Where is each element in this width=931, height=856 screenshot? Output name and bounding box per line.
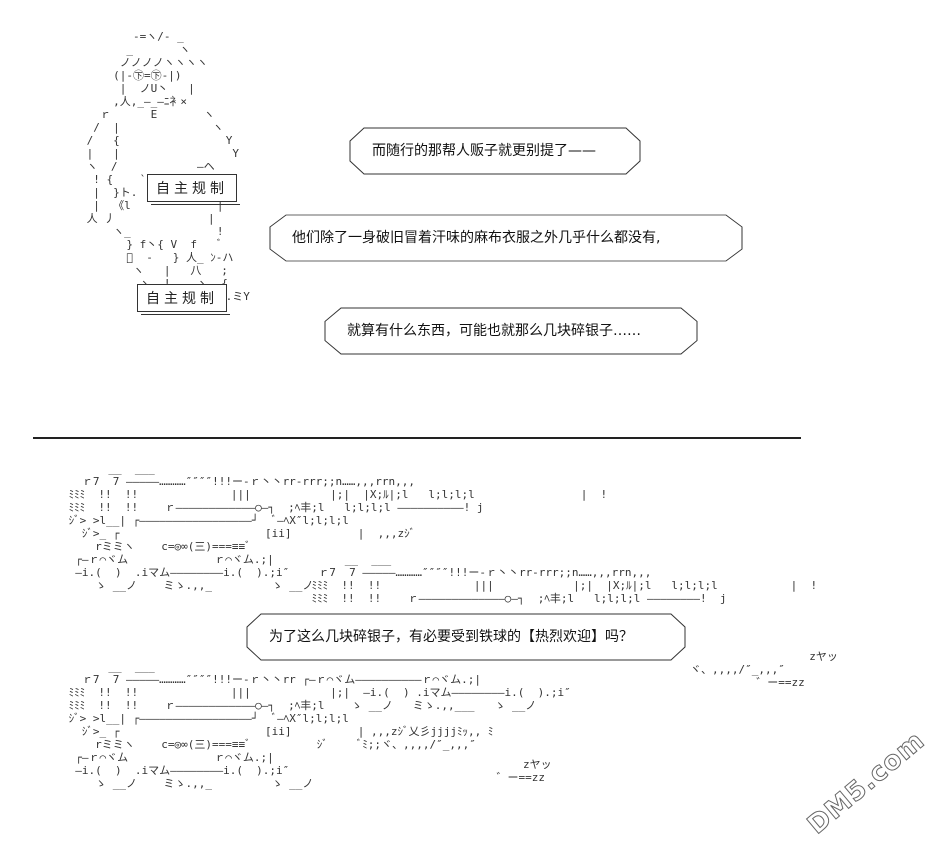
censor-label-top: 自主规制 bbox=[147, 174, 240, 205]
ascii-figure-top: -=ヽ/- _ _ ヽ ノノノノヽヽヽヽ (|-㊦=㊦-|) | ノU丶 | ,… bbox=[86, 30, 250, 303]
censor-label-text: 自主规制 bbox=[156, 181, 228, 197]
speech-bubble-text: 就算有什么东西，可能也就那么几块碎银子…… bbox=[347, 323, 641, 339]
ascii-sound-effect-2: zヤッ ゛ー==zz bbox=[496, 758, 552, 784]
ascii-sound-effect-1: zヤッ ヾ、,,,,/″_,,,″ ゛ー==zz bbox=[690, 650, 838, 689]
site-watermark: DM5.com bbox=[802, 725, 931, 841]
sfx-text: zヤッ bbox=[809, 650, 838, 663]
speech-bubble-text: 为了这么几块碎银子，有必要受到铁球的【热烈欢迎】吗？ bbox=[269, 629, 633, 645]
speech-bubble-1: 而随行的那帮人贩子就更别提了—— bbox=[349, 127, 641, 175]
censor-label-text: 自主规制 bbox=[146, 291, 218, 307]
panel-divider bbox=[33, 437, 801, 439]
sfx-text: zz bbox=[791, 676, 805, 689]
speech-bubble-text: 而随行的那帮人贩子就更别提了—— bbox=[372, 143, 596, 159]
sfx-text: zヤッ bbox=[522, 758, 552, 771]
ascii-carriage-1: __ ___ ｒ7 7 ―――――…………″″″″!!!ー-ｒ丶丶rr-rrr;… bbox=[68, 462, 608, 592]
ascii-carriage-3: __ ___ ｒ7 7 ―――――…………″″″″!!!ー-ｒ丶丶rr ┌―ｒ⌒… bbox=[68, 660, 571, 790]
speech-bubble-2: 他们除了一身破旧冒着汗味的麻布衣服之外几乎什么都没有, bbox=[269, 214, 743, 262]
speech-bubble-text: 他们除了一身破旧冒着汗味的麻布衣服之外几乎什么都没有, bbox=[292, 230, 661, 246]
speech-bubble-3: 就算有什么东西，可能也就那么几块碎银子…… bbox=[324, 307, 698, 355]
sfx-text: zz bbox=[531, 771, 545, 784]
speech-bubble-4: 为了这么几块碎银子，有必要受到铁球的【热烈欢迎】吗？ bbox=[246, 613, 686, 661]
censor-label-bottom: 自主规制 bbox=[137, 284, 230, 315]
ascii-carriage-2: __ ___ ｒ7 7 ―――――…………″″″″!!!ー-ｒ丶丶rr-rrr;… bbox=[311, 553, 818, 605]
